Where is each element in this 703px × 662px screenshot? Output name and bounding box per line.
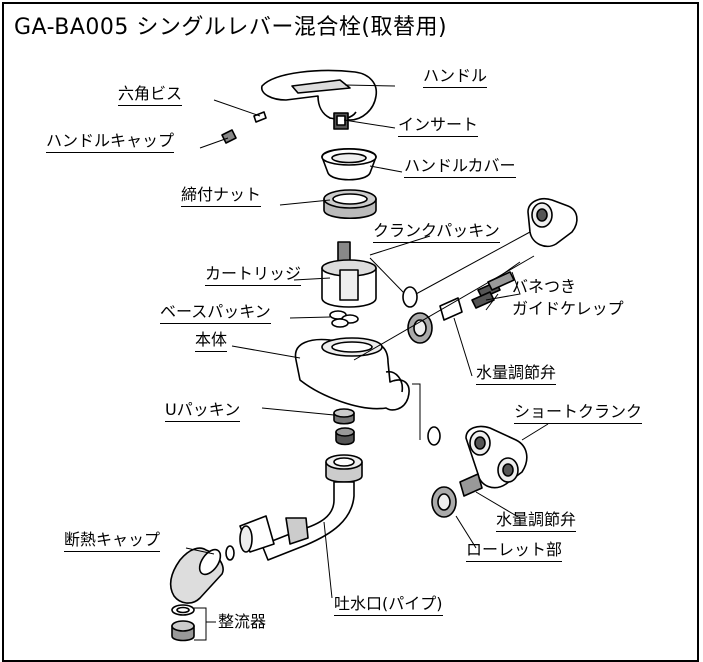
cartridge-part [321, 241, 377, 308]
label-insert: インサート [398, 115, 479, 137]
label-handle: ハンドル [423, 66, 488, 88]
short-crank-part [465, 425, 528, 489]
label-u-packing: Uパッキン [165, 400, 241, 422]
label-body: 本体 [195, 330, 228, 352]
exploded-parts-illustration [169, 69, 578, 642]
u-packing-part [333, 408, 355, 446]
label-aerator: 整流器 [218, 612, 267, 631]
label-knurled-part: ローレット部 [466, 540, 563, 562]
label-spring-guide: バネつき ガイドケレップ [512, 277, 624, 318]
spout-pipe-part [239, 481, 355, 561]
base-packing-part [329, 310, 359, 328]
spring-guide-part [471, 271, 515, 309]
diagram-title: GA-BA005 シングルレバー混合栓(取替用) [14, 15, 448, 40]
hex-screw-part [253, 111, 267, 123]
label-flow-valve-2: 水量調節弁 [496, 510, 577, 532]
o-ring-part [225, 545, 235, 561]
body-part [294, 337, 410, 411]
insulation-cap-part [169, 547, 224, 604]
crank-part [527, 197, 578, 248]
label-crank-packing: クランクパッキン [373, 221, 500, 243]
label-spout: 吐水口(パイプ) [334, 594, 443, 616]
leader-lines [185, 84, 549, 641]
label-insulation-cap: 断熱キャップ [64, 530, 161, 552]
tightening-nut-part [323, 189, 377, 219]
label-handle-cap: ハンドルキャップ [46, 131, 175, 153]
label-cartridge: カートリッジ [205, 264, 302, 286]
label-tightening-nut: 締付ナット [181, 185, 262, 207]
aerator-part [171, 604, 195, 642]
short-crank-packing-part [427, 426, 441, 446]
handle-cover-part [321, 148, 377, 181]
label-short-crank: ショートクランク [514, 402, 643, 424]
spout-nut-part [325, 454, 363, 483]
flow-valve-2-part [431, 473, 483, 518]
handle-cap-part [221, 129, 237, 144]
insert-part [333, 112, 349, 130]
label-hex-screw: 六角ビス [118, 84, 183, 106]
label-flow-valve-1: 水量調節弁 [476, 363, 557, 385]
handle-part [261, 69, 378, 121]
flow-valve-1-part [407, 297, 463, 344]
label-handle-cover: ハンドルカバー [404, 156, 516, 178]
label-base-packing: ベースパッキン [160, 302, 271, 324]
crank-packing-part [402, 286, 418, 308]
